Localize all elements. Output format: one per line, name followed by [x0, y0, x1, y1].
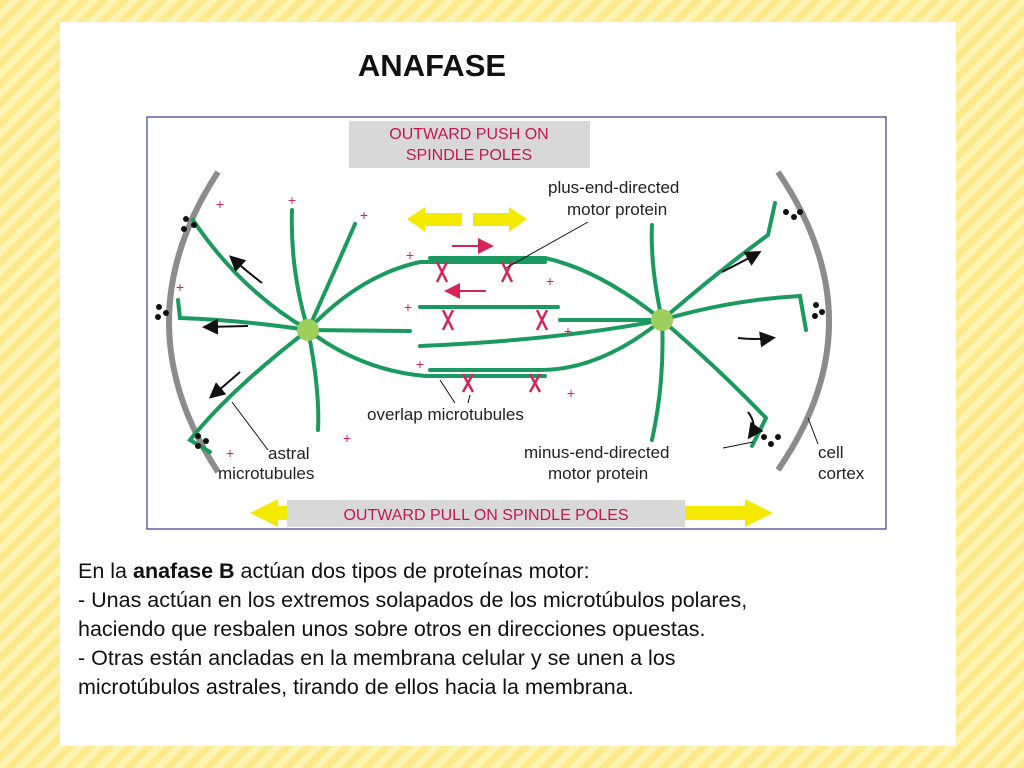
label-cortex-line1: cell: [818, 443, 844, 462]
label-minus-motor-line1: minus-end-directed: [524, 443, 670, 462]
body-line-2: - Unas actúan en los extremos solapados …: [78, 588, 748, 612]
microtubule: [187, 328, 310, 454]
plus-sign: +: [360, 207, 368, 223]
label-plus-motor-line1: plus-end-directed: [548, 178, 679, 197]
motor-protein: [461, 373, 475, 393]
microtubule: [418, 318, 664, 348]
left-cell-cortex: [166, 170, 221, 474]
figure-frame: [146, 116, 887, 530]
microtubule: [306, 328, 412, 333]
body-line-5: microtúbulos astrales, tirando de ellos …: [78, 675, 634, 699]
top-banner-line2: SPINDLE POLES: [406, 147, 532, 164]
leader-line: [807, 417, 819, 445]
plus-sign: +: [343, 430, 351, 446]
microtubule: [649, 223, 664, 322]
body-line-1-bold: anafase B: [132, 559, 235, 583]
plus-sign: +: [546, 273, 554, 289]
left-spindle-pole: [297, 319, 319, 341]
motor-protein: [535, 309, 549, 331]
leader-line: [467, 394, 471, 404]
label-overlap: overlap microtubules: [367, 405, 524, 424]
plus-sign: +: [567, 385, 575, 401]
microtubule: [176, 298, 310, 332]
black-arrow: [747, 411, 764, 440]
cortex-anchors: [155, 209, 825, 449]
bottom-banner-text: OUTWARD PULL ON SPINDLE POLES: [343, 507, 628, 524]
slide-title: ANAFASE: [357, 48, 507, 83]
label-leaders: [231, 221, 819, 451]
movement-arrows: [202, 251, 776, 440]
body-line-1-pre: En la: [78, 559, 133, 583]
top-banner: [349, 121, 590, 168]
push-arrow-left: [407, 207, 462, 232]
microtubule: [191, 218, 310, 332]
plus-sign: +: [416, 356, 424, 372]
push-arrow-right: [473, 207, 527, 232]
body-line-1-post: actúan dos tipos de proteínas motor:: [234, 559, 590, 583]
black-arrow: [737, 331, 776, 348]
leader-line: [439, 379, 456, 404]
microtubules: [176, 201, 808, 454]
label-astral-line1: astral: [268, 444, 310, 463]
motor-protein: [435, 261, 449, 283]
body-line-4: - Otras están ancladas en la membrana ce…: [78, 646, 676, 670]
plus-sign: +: [226, 445, 234, 461]
leader-line: [505, 221, 589, 269]
microtubule: [660, 318, 769, 448]
body-text: En la anafase B actúan dos tipos de prot…: [78, 557, 958, 702]
microtubule: [660, 293, 808, 332]
plus-end-motors: [435, 261, 549, 393]
plus-sign: +: [404, 299, 412, 315]
label-plus-motor-line2: motor protein: [567, 200, 667, 219]
microtubule: [306, 328, 321, 432]
microtubule: [428, 256, 664, 322]
microtubule: [306, 260, 547, 332]
body-line-1: En la anafase B actúan dos tipos de prot…: [78, 557, 958, 586]
microtubule: [428, 318, 664, 372]
label-astral-line2: microtubules: [218, 464, 314, 483]
motor-protein: [441, 309, 455, 331]
microtubule: [660, 201, 777, 322]
black-arrow: [721, 251, 762, 273]
leader-line: [231, 401, 269, 451]
label-minus-motor-line2: motor protein: [548, 464, 648, 483]
right-spindle-pole: [651, 309, 673, 331]
microtubule: [306, 328, 547, 378]
plus-sign: +: [406, 247, 414, 263]
plus-sign: +: [176, 279, 184, 295]
black-arrow: [208, 371, 241, 399]
microtubule: [306, 222, 357, 332]
diagram-labels: plus-end-directed motor protein overlap …: [218, 178, 865, 483]
plus-sign: +: [564, 323, 572, 339]
black-arrow: [202, 318, 249, 335]
leader-line: [722, 441, 754, 449]
bottom-banner: [287, 500, 685, 527]
plus-sign: +: [216, 196, 224, 212]
top-banner-line1: OUTWARD PUSH ON: [389, 126, 548, 143]
body-line-3: haciendo que resbalen unos sobre otros e…: [78, 617, 706, 641]
plus-sign: +: [288, 192, 296, 208]
plus-end-markers: + + + + + + + + + + + +: [176, 192, 575, 461]
microtubule: [289, 208, 310, 332]
motor-protein: [528, 373, 542, 393]
microtubule: [650, 318, 665, 442]
black-arrow: [229, 255, 263, 284]
label-cortex-line2: cortex: [818, 464, 865, 483]
